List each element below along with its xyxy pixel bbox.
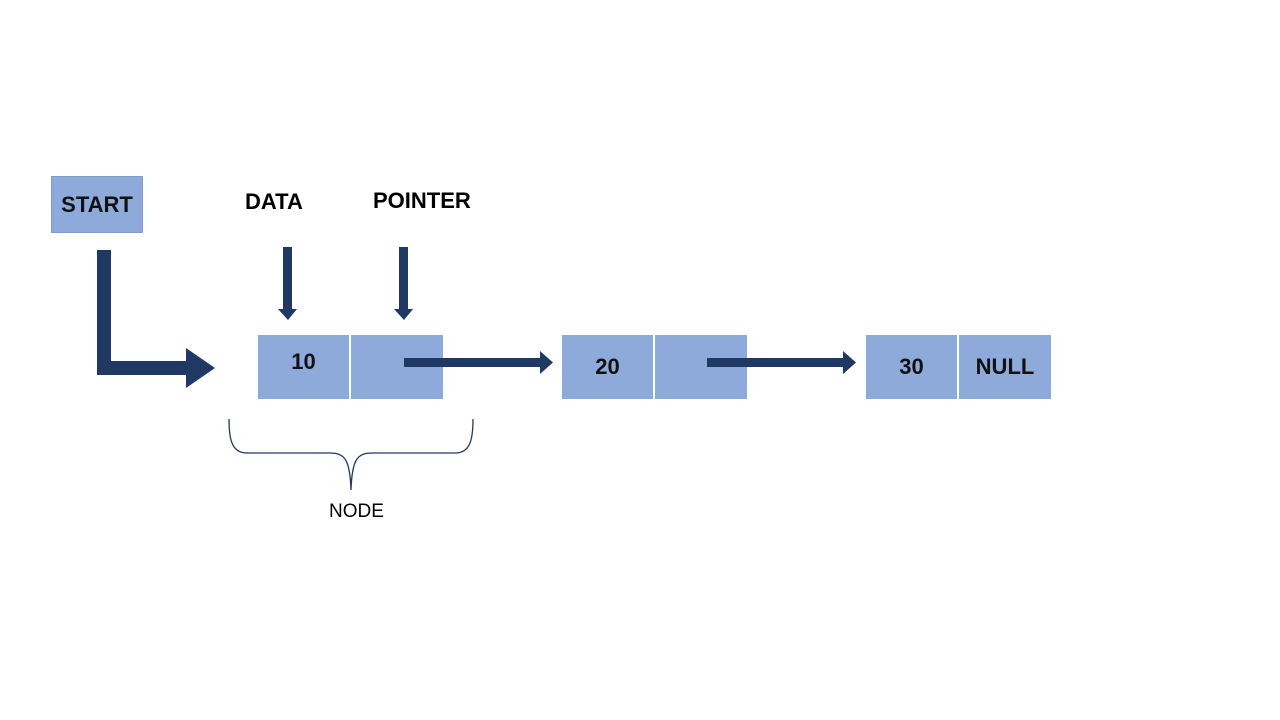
link-arrow-2-to-3 [707, 351, 856, 374]
start-arrow [97, 250, 215, 388]
node-brace [228, 418, 474, 491]
node-3-data-cell: 30 [866, 335, 958, 399]
data-down-arrow [278, 247, 297, 320]
pointer-label: POINTER [373, 188, 471, 213]
node-1-data-value: 10 [291, 349, 316, 374]
node-3-data-value: 30 [899, 354, 924, 379]
link-arrow-1-to-2 [404, 351, 553, 374]
node-2-data-value: 20 [595, 354, 620, 379]
node-3-pointer-cell: NULL [959, 335, 1051, 399]
start-box: START [51, 176, 143, 233]
node-3-pointer-value: NULL [975, 354, 1035, 379]
node-2-data-cell: 20 [562, 335, 654, 399]
pointer-down-arrow [394, 247, 413, 320]
node-1-data-cell: 10 [258, 335, 350, 399]
node-label: NODE [329, 501, 384, 522]
start-label: START [61, 191, 133, 217]
data-label: DATA [245, 189, 303, 214]
